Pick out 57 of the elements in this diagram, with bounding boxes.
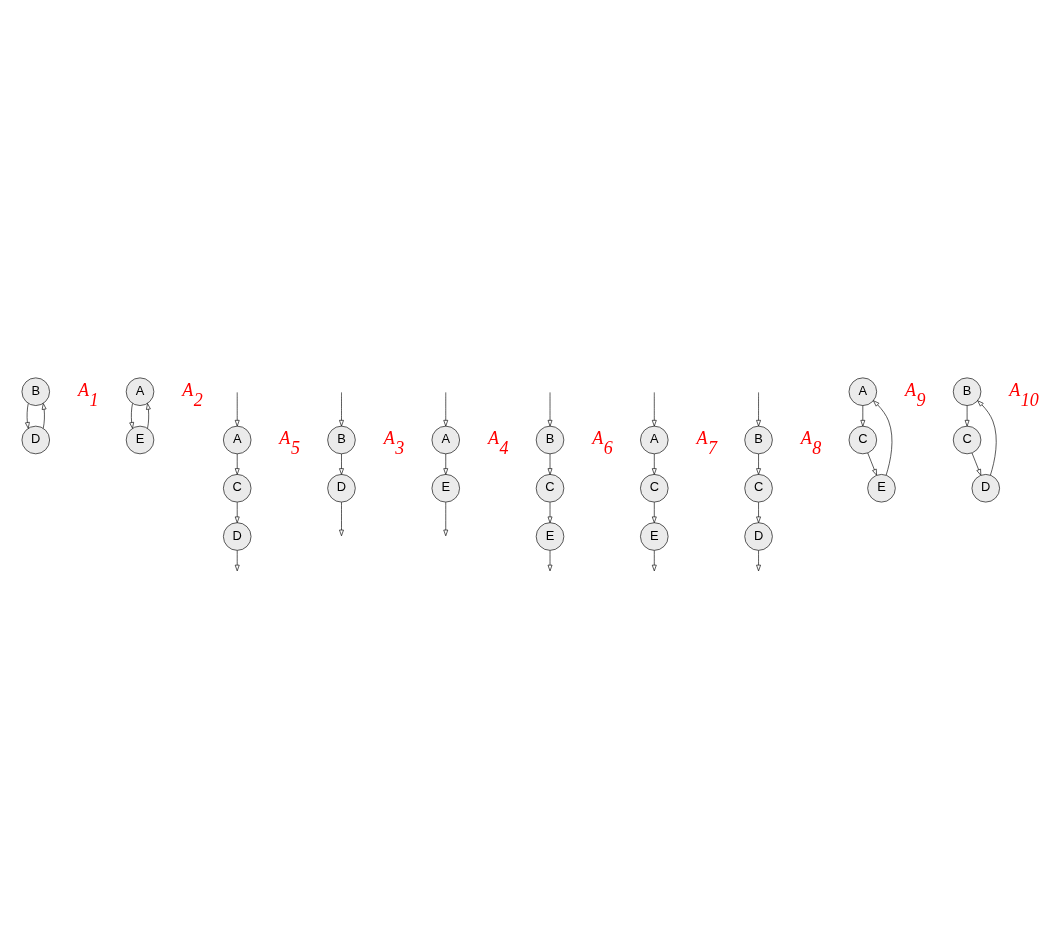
arrow xyxy=(860,404,866,426)
arrow xyxy=(651,391,657,426)
node-circle: B xyxy=(535,425,565,454)
arrow xyxy=(873,399,893,475)
node-circle: D xyxy=(223,521,252,551)
node-circle: D xyxy=(744,521,773,551)
arrow xyxy=(234,453,240,475)
arrow xyxy=(964,404,970,426)
arrow xyxy=(971,452,982,475)
arrow xyxy=(547,549,553,571)
arrow xyxy=(339,453,344,475)
arrow xyxy=(234,549,240,571)
arrow xyxy=(339,391,344,426)
node-circle: C xyxy=(535,473,565,502)
node-circle: A xyxy=(640,425,669,454)
node-circle: E xyxy=(431,473,460,502)
node-circle: D xyxy=(327,473,356,502)
node-circle: C xyxy=(952,425,982,454)
node-circle: C xyxy=(848,425,877,454)
arrow xyxy=(547,391,553,426)
node-circle: C xyxy=(223,473,252,502)
node-circle: A xyxy=(848,377,877,406)
node-circle: B xyxy=(744,425,773,454)
node-circle: E xyxy=(640,521,669,551)
arrow xyxy=(234,391,240,426)
arrow xyxy=(651,549,657,571)
arrow xyxy=(651,501,657,523)
node-circle: A xyxy=(125,377,155,406)
node-circle: A xyxy=(223,425,252,454)
node-circle: E xyxy=(867,473,896,502)
arrow xyxy=(443,501,449,536)
arrow xyxy=(25,402,30,429)
arrow xyxy=(443,453,449,475)
arrow xyxy=(756,549,761,571)
node-circle: E xyxy=(125,425,155,454)
node-circle: B xyxy=(21,377,50,406)
arrow xyxy=(547,501,553,523)
arrow xyxy=(146,402,151,429)
arrow xyxy=(756,391,761,426)
node-circle: D xyxy=(971,473,1000,502)
arrow xyxy=(443,391,449,426)
node-circle: A xyxy=(431,425,460,454)
arrow xyxy=(756,453,761,475)
arrow xyxy=(651,453,657,475)
arrow xyxy=(129,402,134,429)
arrow xyxy=(547,453,553,475)
node-circle: C xyxy=(640,473,669,502)
arrow xyxy=(339,501,344,536)
node-circle: C xyxy=(744,473,773,502)
arrow xyxy=(756,501,761,523)
arrow xyxy=(41,402,47,429)
node-circle: B xyxy=(327,425,356,454)
arrow xyxy=(977,399,997,475)
arrow xyxy=(234,501,240,523)
node-circle: D xyxy=(21,425,50,454)
node-circle: E xyxy=(535,521,565,551)
arrow xyxy=(867,452,877,475)
